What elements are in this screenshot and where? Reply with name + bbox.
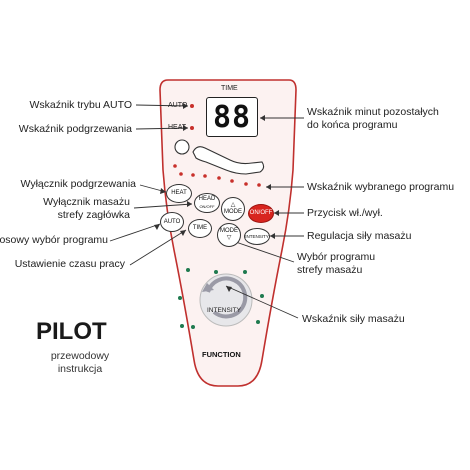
callout-program-indicator: Wskaźnik wybranego programu: [307, 181, 455, 193]
pilot-subtitle-line1: przewodowy: [50, 350, 110, 362]
mode-up-label: MODE: [224, 209, 242, 215]
program-dot: [203, 174, 207, 178]
mode-down-arrow-icon: ▽: [226, 235, 232, 241]
callout-minutes-line1: Wskaźnik minut pozostałych: [307, 106, 439, 118]
intensity-dot: [186, 268, 190, 272]
callout-heat-indicator: Wskaźnik podgrzewania: [18, 123, 132, 135]
intensity-button-label: INTENSITY: [245, 234, 269, 239]
callout-power-button: Przycisk wł./wył.: [307, 207, 383, 219]
intensity-button[interactable]: INTENSITY: [244, 228, 270, 245]
round-button[interactable]: [174, 139, 190, 155]
function-label: FUNCTION: [202, 350, 241, 359]
minutes-display: 88: [206, 97, 258, 137]
callout-intensity-indicator: Wskaźnik siły masażu: [302, 313, 405, 325]
intensity-dot: [214, 270, 218, 274]
intensity-dot: [180, 324, 184, 328]
mode-up-button[interactable]: △ MODE: [221, 197, 245, 221]
onoff-button-label: ON/OFF: [249, 210, 273, 216]
callout-minutes-line2: do końca programu: [307, 119, 398, 131]
intensity-dot: [256, 320, 260, 324]
heat-indicator-label: HEAT: [168, 124, 187, 131]
time-button-label: TIME: [192, 225, 208, 231]
callout-random-program: Losowy wybór programu: [0, 234, 108, 246]
intensity-dial-label: INTENSITY: [207, 307, 241, 314]
auto-button[interactable]: AUTO: [160, 212, 184, 232]
callout-arrowheads: [154, 103, 279, 292]
rotate-arrow-icon: [206, 276, 248, 319]
program-dot: [230, 179, 234, 183]
heat-button-label: HEAT: [171, 190, 187, 196]
pilot-subtitle: przewodowy instrukcja: [45, 350, 115, 376]
auto-button-label: AUTO: [163, 218, 181, 225]
callout-auto-indicator: Wskaźnik trybu AUTO: [29, 99, 133, 111]
callout-heat-switch: Wyłącznik podgrzewania: [20, 178, 136, 190]
head-button-sublabel: ON/OFF: [199, 204, 215, 209]
callout-head-line2: strefy zagłówka: [57, 209, 130, 221]
callout-zone-line2: strefy masażu: [297, 264, 363, 276]
auto-indicator-label: AUTO: [168, 102, 188, 109]
intensity-dot: [191, 325, 195, 329]
callout-lines: [109, 104, 304, 319]
head-button-label: HEAD: [198, 196, 216, 202]
callout-head-massage: Wyłącznik masażu strefy zagłówka: [43, 196, 130, 222]
mode-down-button[interactable]: MODE ▽: [217, 223, 241, 247]
rotate-arrowhead-icon: [202, 283, 214, 292]
time-button[interactable]: TIME: [188, 219, 212, 238]
head-onoff-button[interactable]: HEAD ON/OFF: [194, 193, 220, 213]
heat-indicator-dot: [190, 126, 194, 130]
heat-button[interactable]: HEAT: [166, 184, 192, 203]
callout-time-setting: Ustawienie czasu pracy: [14, 258, 125, 270]
mode-down-label: MODE: [220, 228, 238, 234]
time-label: TIME: [221, 85, 238, 92]
callout-minutes-remaining: Wskaźnik minut pozostałych do końca prog…: [307, 106, 439, 132]
mode-up-arrow-icon: △: [230, 202, 236, 208]
program-dot: [191, 173, 195, 177]
auto-indicator-dot: [190, 104, 194, 108]
pilot-title: PILOT: [36, 318, 107, 345]
callout-zone-line1: Wybór programu: [297, 251, 376, 263]
program-dot: [244, 182, 248, 186]
program-dot: [179, 172, 183, 176]
onoff-button[interactable]: ON/OFF: [248, 204, 274, 223]
intensity-dot: [243, 270, 247, 274]
callout-zone-selection: Wybór programu strefy masażu: [297, 251, 375, 277]
intensity-dot: [260, 294, 264, 298]
program-dot: [173, 164, 177, 168]
program-dot: [217, 176, 221, 180]
body-silhouette-icon: [192, 146, 265, 175]
callout-head-line1: Wyłącznik masażu: [43, 196, 130, 208]
intensity-dot: [178, 296, 182, 300]
pilot-subtitle-line2: instrukcja: [57, 363, 103, 375]
callout-intensity-regulation: Regulacja siły masażu: [307, 230, 412, 242]
program-dot: [257, 183, 261, 187]
